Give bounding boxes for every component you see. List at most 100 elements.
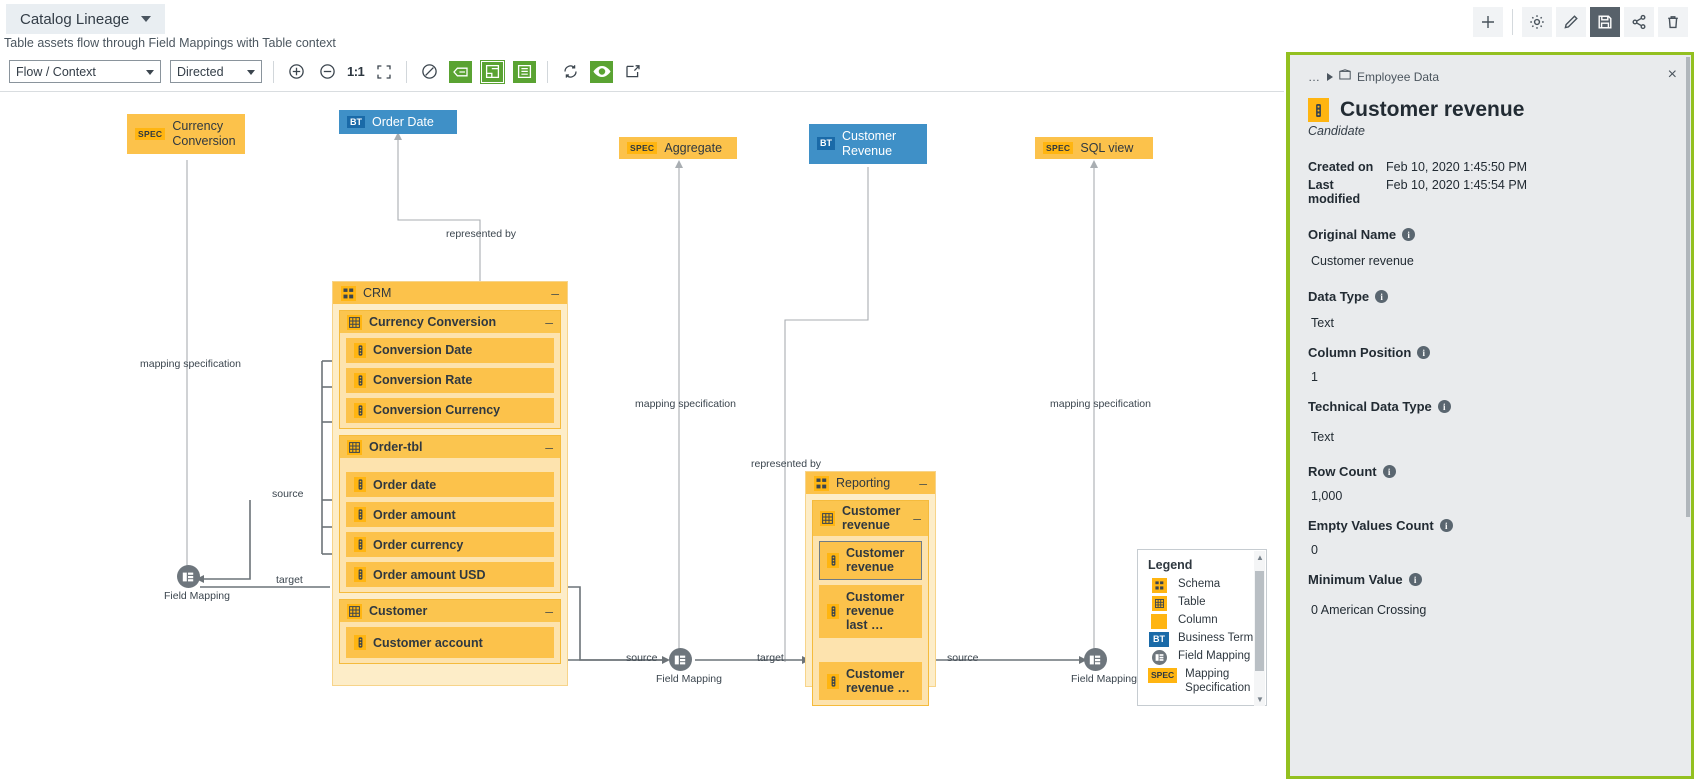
schema-crm[interactable]: CRM – Currency Conversion – bbox=[332, 281, 568, 686]
field-value: 0 bbox=[1311, 543, 1318, 557]
scroll-up-icon[interactable]: ▲ bbox=[1256, 553, 1264, 562]
visibility-eye-icon[interactable] bbox=[590, 60, 614, 83]
table-header[interactable]: Order-tbl – bbox=[340, 436, 560, 458]
column-conversion-date[interactable]: Conversion Date bbox=[346, 338, 554, 364]
breadcrumb-last[interactable]: Employee Data bbox=[1357, 69, 1440, 84]
table-customer-revenue[interactable]: Customer revenue – Customer revenue bbox=[812, 500, 929, 707]
table-customer[interactable]: Customer – Customer account bbox=[339, 599, 561, 665]
info-icon[interactable]: i bbox=[1375, 290, 1389, 303]
export-icon[interactable] bbox=[622, 61, 644, 83]
direction-select[interactable]: Directed bbox=[170, 60, 262, 83]
scroll-down-icon[interactable]: ▼ bbox=[1256, 695, 1264, 704]
column-icon bbox=[354, 537, 366, 553]
column-conversion-rate[interactable]: Conversion Rate bbox=[346, 368, 554, 394]
column-customer-revenue-other[interactable]: Customer revenue … bbox=[819, 661, 922, 701]
legend-label: Table bbox=[1178, 596, 1206, 608]
business-term-icon: BT bbox=[1148, 632, 1170, 647]
column-order-amount-usd[interactable]: Order amount USD bbox=[346, 562, 554, 588]
table-icon bbox=[347, 603, 362, 619]
trash-icon[interactable] bbox=[1658, 7, 1688, 37]
details-title-row: Customer revenue bbox=[1308, 98, 1673, 122]
bt-node-customer-revenue[interactable]: BT Customer Revenue bbox=[809, 124, 927, 164]
collapse-icon[interactable]: – bbox=[551, 285, 559, 301]
flow-context-select[interactable]: Flow / Context bbox=[9, 60, 161, 83]
collapse-icon[interactable]: – bbox=[545, 603, 553, 620]
edge-label-represented-by-2: represented by bbox=[751, 458, 822, 470]
field-row-count: Row Count i 1,000 bbox=[1308, 464, 1673, 503]
no-filter-icon[interactable] bbox=[418, 61, 440, 83]
schema-header[interactable]: Reporting – bbox=[806, 472, 935, 494]
edit-pencil-icon[interactable] bbox=[1556, 7, 1586, 37]
table-order-tbl[interactable]: Order-tbl – Order date Order amou bbox=[339, 435, 561, 594]
chevron-down-icon bbox=[146, 70, 154, 75]
gear-icon[interactable] bbox=[1522, 7, 1552, 37]
collapse-icon[interactable]: – bbox=[545, 439, 553, 456]
table-columns: Customer account bbox=[340, 622, 560, 664]
details-scrollbar[interactable] bbox=[1685, 55, 1691, 776]
field-mapping-node-1[interactable]: Field Mapping bbox=[164, 565, 230, 602]
info-icon[interactable]: i bbox=[1417, 346, 1431, 359]
scrollbar-thumb[interactable] bbox=[1686, 57, 1690, 517]
field-label: Data Type i bbox=[1308, 289, 1673, 304]
column-label: Customer revenue bbox=[846, 545, 905, 575]
chevron-down-icon[interactable] bbox=[141, 16, 152, 22]
bt-node-order-date[interactable]: BT Order Date bbox=[339, 110, 457, 134]
table-header[interactable]: Customer revenue – bbox=[813, 501, 928, 536]
collapse-icon[interactable]: – bbox=[913, 510, 921, 527]
add-icon[interactable] bbox=[1473, 7, 1503, 37]
column-customer-revenue[interactable]: Customer revenue bbox=[819, 540, 922, 580]
column-icon bbox=[354, 567, 366, 583]
field-data-type: Data Type i Text bbox=[1308, 289, 1673, 330]
layout-display-icon[interactable] bbox=[480, 59, 506, 84]
column-order-date[interactable]: Order date bbox=[346, 472, 554, 498]
field-value: 1 bbox=[1311, 370, 1318, 384]
column-conversion-currency[interactable]: Conversion Currency bbox=[346, 398, 554, 424]
column-customer-account[interactable]: Customer account bbox=[346, 627, 554, 659]
collapse-icon[interactable]: – bbox=[919, 475, 927, 491]
table-header[interactable]: Customer – bbox=[340, 600, 560, 622]
field-minimum-value: Minimum Value i 0 American Crossing bbox=[1308, 572, 1673, 617]
schema-header[interactable]: CRM – bbox=[333, 282, 567, 304]
scrollbar-thumb[interactable] bbox=[1255, 571, 1264, 671]
info-icon[interactable]: i bbox=[1437, 400, 1451, 413]
schema-reporting[interactable]: Reporting – Customer revenue – bbox=[805, 471, 936, 707]
app-header: Catalog Lineage Table assets flow throug… bbox=[0, 0, 1696, 52]
spec-node-aggregate[interactable]: SPEC Aggregate bbox=[619, 137, 737, 159]
info-icon[interactable]: i bbox=[1402, 228, 1416, 241]
column-order-currency[interactable]: Order currency bbox=[346, 532, 554, 558]
lineage-canvas[interactable]: SPEC Currency Conversion BT Order Date S… bbox=[0, 92, 1284, 781]
save-icon[interactable] bbox=[1590, 7, 1620, 37]
table-currency-conversion[interactable]: Currency Conversion – Conversion Date bbox=[339, 310, 561, 430]
spec-node-currency-conversion[interactable]: SPEC Currency Conversion bbox=[127, 114, 245, 154]
field-value: 1,000 bbox=[1311, 489, 1343, 503]
column-icon bbox=[354, 343, 366, 359]
edge-label-mapping-spec-2: mapping specification bbox=[635, 398, 736, 410]
field-mapping-node-3[interactable]: Field Mapping bbox=[1071, 648, 1137, 685]
zoom-out-icon[interactable] bbox=[316, 61, 338, 83]
share-icon[interactable] bbox=[1624, 7, 1654, 37]
breadcrumb[interactable]: … Employee Data bbox=[1308, 69, 1673, 84]
zoom-ratio-button[interactable]: 1:1 bbox=[347, 64, 365, 79]
spec-node-sql-view[interactable]: SPEC SQL view bbox=[1035, 137, 1153, 159]
spec-badge: SPEC bbox=[1043, 142, 1074, 155]
close-icon[interactable]: × bbox=[1667, 66, 1677, 83]
field-value: Customer revenue bbox=[1311, 254, 1414, 268]
field-mapping-node-2[interactable]: Field Mapping bbox=[656, 648, 722, 685]
collapse-icon[interactable]: – bbox=[545, 314, 553, 330]
refresh-icon[interactable] bbox=[559, 61, 581, 83]
info-icon[interactable]: i bbox=[1439, 519, 1453, 532]
list-display-icon[interactable] bbox=[513, 60, 537, 83]
info-icon[interactable]: i bbox=[1408, 573, 1422, 586]
column-order-amount[interactable]: Order amount bbox=[346, 502, 554, 528]
fit-to-screen-icon[interactable] bbox=[373, 61, 395, 83]
legend-item-mapping-specification: SPEC Mapping Specification bbox=[1148, 668, 1262, 696]
column-customer-revenue-last[interactable]: Customer revenue last … bbox=[819, 584, 922, 638]
breadcrumb-ellipsis[interactable]: … bbox=[1308, 69, 1321, 84]
table-header[interactable]: Currency Conversion – bbox=[340, 311, 560, 333]
legend-scrollbar[interactable]: ▲ ▼ bbox=[1254, 551, 1265, 706]
tab-catalog-lineage[interactable]: Catalog Lineage bbox=[6, 4, 166, 34]
label-display-icon[interactable] bbox=[449, 60, 473, 83]
info-icon[interactable]: i bbox=[1382, 465, 1396, 478]
zoom-in-icon[interactable] bbox=[285, 61, 307, 83]
table-name: Customer revenue bbox=[842, 504, 901, 533]
